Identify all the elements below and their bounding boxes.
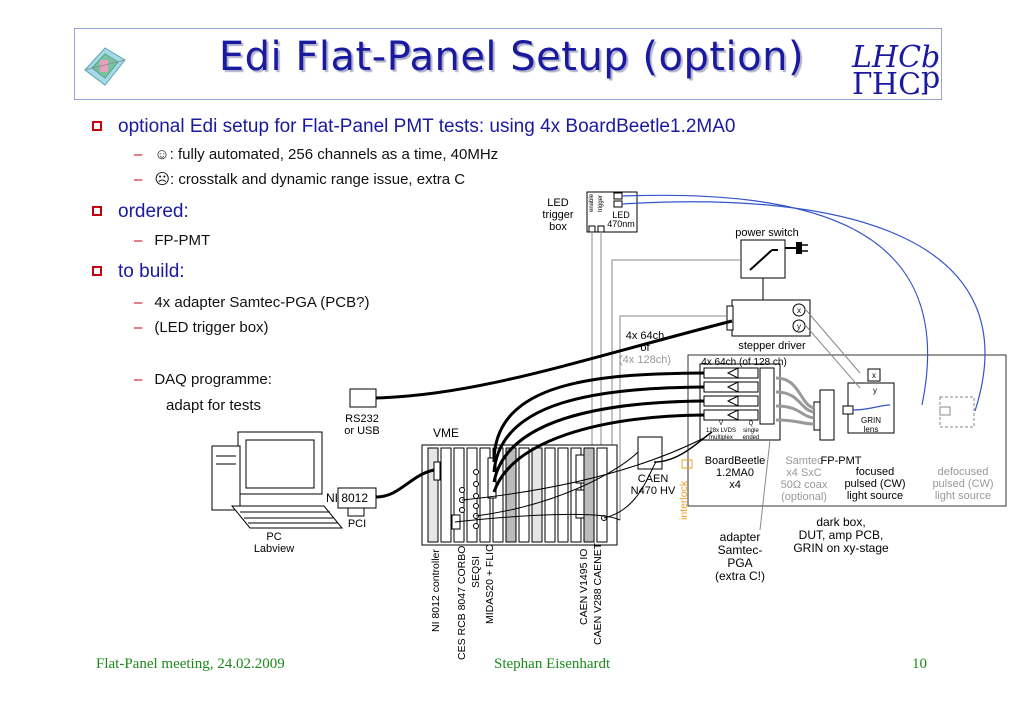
bullet-3-sub-3: –DAQ programme: [134,371,272,388]
crate-label-ni-controller: NI 8012 controller [430,549,442,632]
bullet-1-sub-1: –☺: fully automated, 256 channels as a t… [134,146,499,163]
trigger-label: trigger [598,194,604,212]
bullet-3-extra: adapt for tests [166,397,262,414]
vme-label: VME [432,426,459,440]
stepper-y-label: y [797,322,801,331]
crate-label-midas: MIDAS20 + FLIC [484,544,496,624]
lhcb-logo-text: LHCb [852,40,941,75]
page-title: Edi Flat-Panel Setup (option) [218,34,805,80]
interlock-label: interlock [678,480,690,520]
bullet-1: optional Edi setup for Flat-Panel PMT te… [92,116,735,138]
power-switch-label: power switch [735,227,799,239]
stage-x-label: x [872,371,876,380]
bullet-2: ordered: [92,201,189,223]
channel-label-2: 4x 64ch (of 128 ch) [701,357,787,368]
footer-page-number: 10 [912,656,927,672]
bullet-1-sub-2: –☹: crosstalk and dynamic range issue, e… [134,171,466,188]
bullet-3: to build: [92,261,185,283]
stage-y-label: y [873,386,877,395]
footer-author: Stephan Eisenhardt [494,656,611,672]
stepper-driver-label: stepper driver [738,340,806,352]
enable-label: enable [589,193,595,212]
bullet-3-sub-1: –4x adapter Samtec-PGA (PCB?) [134,294,370,311]
pci-label: PCI [347,518,367,530]
bullet-2-sub-1: –FP-PMT [134,232,211,249]
dark-box-label: dark box,DUT, amp PCB,GRIN on xy-stage [793,515,889,555]
stepper-x-label: x [797,306,801,315]
crate-label-caen-io: CAEN V1495 IO [578,548,590,625]
fp-pmt-label: FP-PMT [820,455,862,467]
crate-label-seqsi: SEQSI [470,555,482,588]
footer-meeting: Flat-Panel meeting, 24.02.2009 [96,656,285,672]
ni-8012-label: NI 8012 [325,491,369,505]
bullet-3-sub-2: –(LED trigger box) [134,319,269,336]
title-frame [74,28,942,100]
detector-logo-icon [84,47,126,86]
crate-label-caenet: CAEN V288 CAENET [592,542,604,645]
crate-label-corbo: CES RCB 8047 CORBO [456,545,468,660]
